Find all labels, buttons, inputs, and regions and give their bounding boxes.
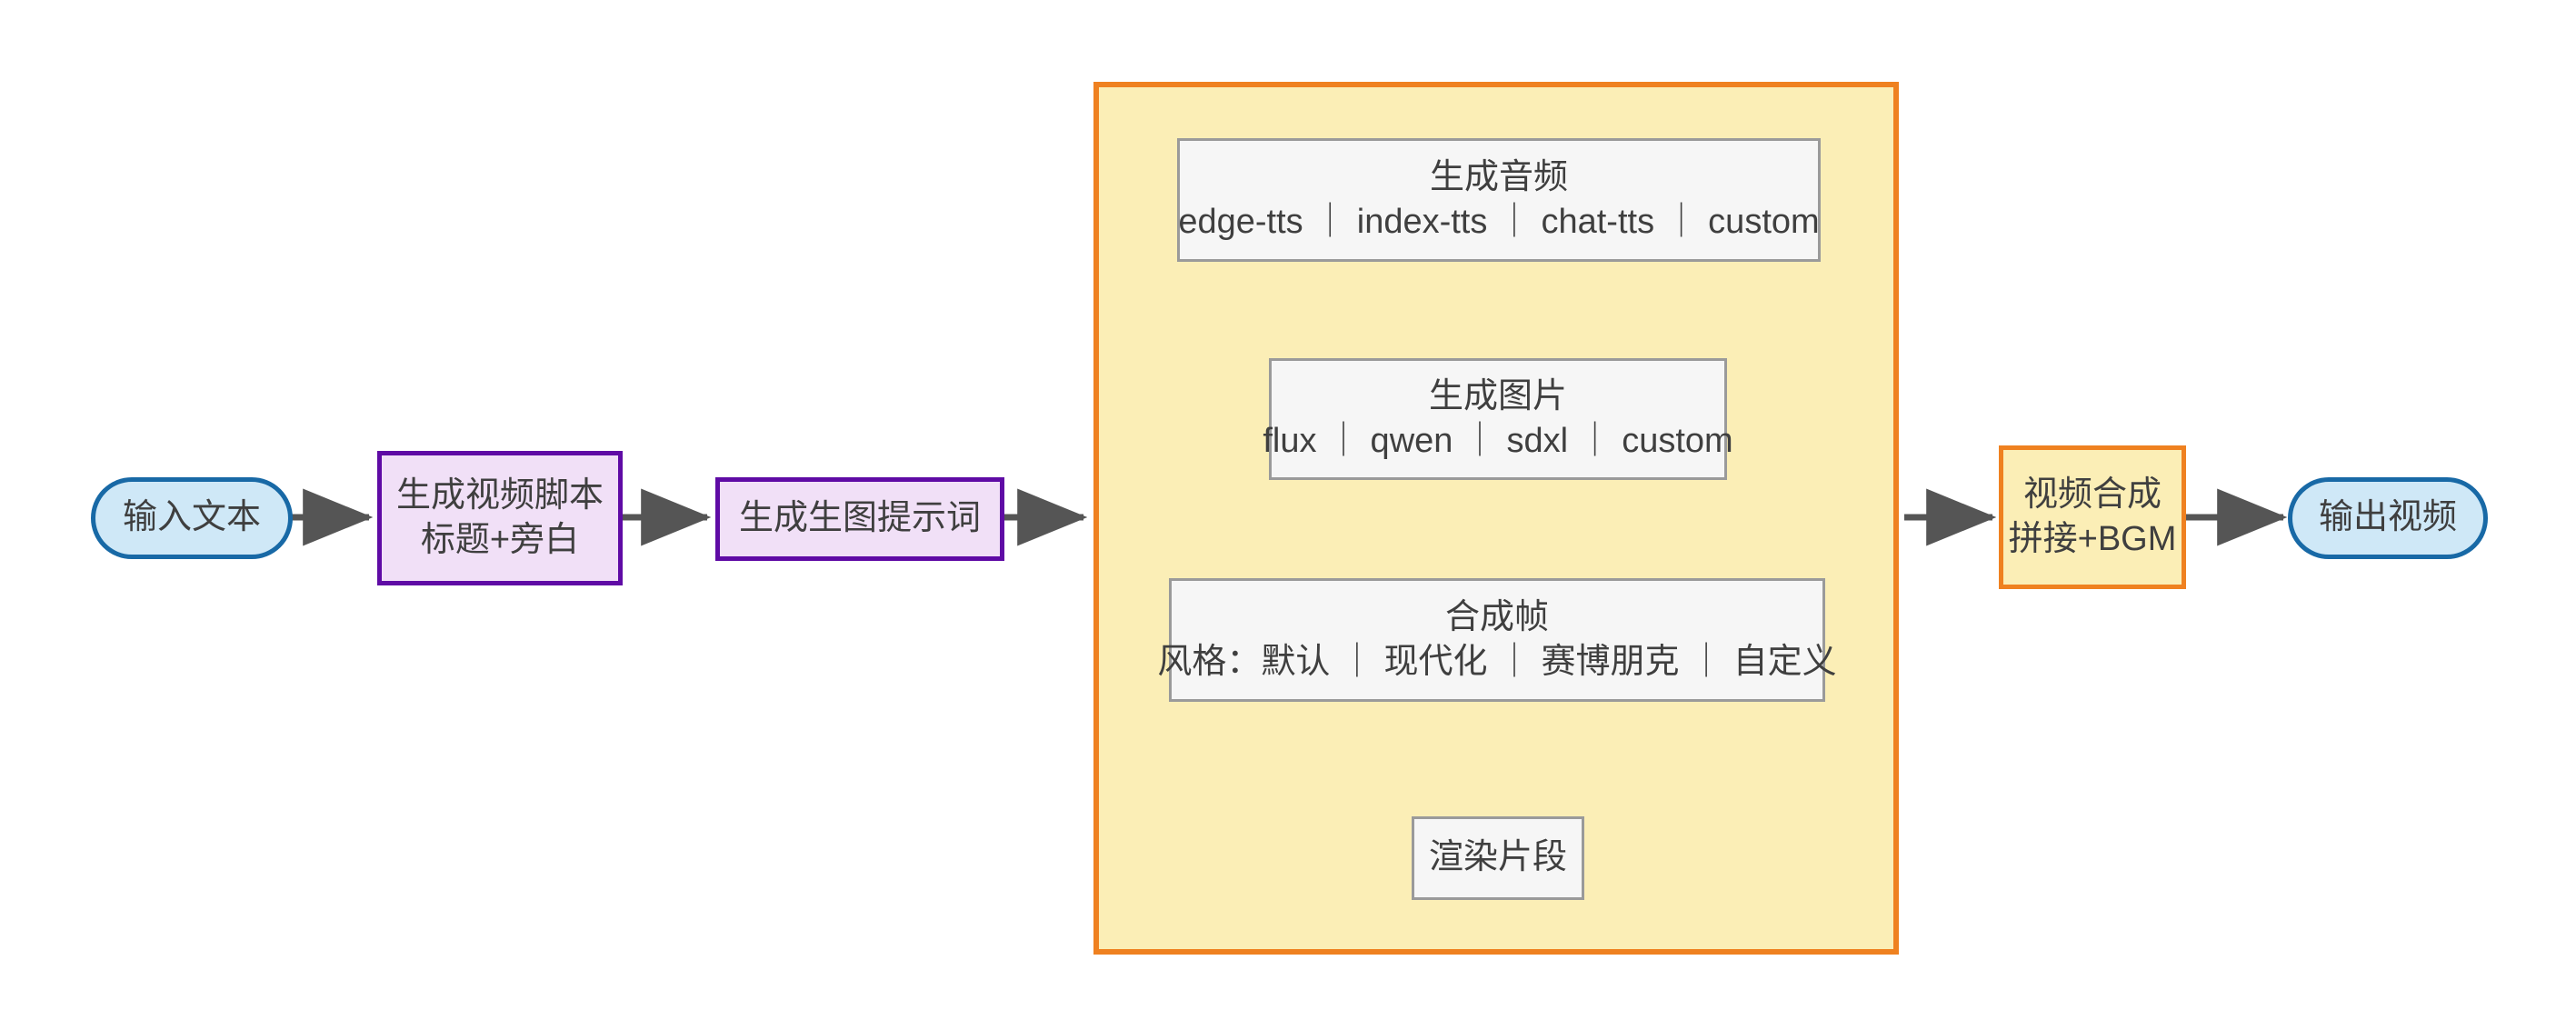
node-compose-frame-line1: 合成帧 xyxy=(1444,597,1549,636)
node-gen-script-line2: 标题+旁白 xyxy=(420,521,580,559)
node-gen-image-line1: 生成图片 xyxy=(1428,376,1567,415)
node-gen-script-line1: 生成视频脚本 xyxy=(395,475,604,515)
node-gen-audio-line2: edge-tts ｜ index-tts ｜ chat-tts ｜ custom xyxy=(1178,203,1820,241)
node-gen-image-line2: flux ｜ qwen ｜ sdxl ｜ custom xyxy=(1263,422,1733,460)
node-video-merge-line2: 拼接+BGM xyxy=(2008,520,2177,558)
node-render-clip[interactable]: 渲染片段 xyxy=(1412,816,1584,900)
node-input-text[interactable]: 输入文本 xyxy=(91,477,293,559)
node-compose-frame[interactable]: 合成帧 风格：默认 ｜ 现代化 ｜ 赛博朋克 ｜ 自定义 xyxy=(1157,578,1837,702)
node-render-clip-label: 渲染片段 xyxy=(1428,838,1567,877)
node-gen-audio[interactable]: 生成音频 edge-tts ｜ index-tts ｜ chat-tts ｜ c… xyxy=(1177,138,1821,262)
node-output-video[interactable]: 输出视频 xyxy=(2288,477,2488,559)
node-gen-script[interactable]: 生成视频脚本 标题+旁白 xyxy=(377,451,623,585)
node-output-video-label: 输出视频 xyxy=(2318,498,2457,537)
node-input-text-label: 输入文本 xyxy=(122,498,261,537)
node-video-merge-line1: 视频合成 xyxy=(2022,475,2162,514)
node-video-merge[interactable]: 视频合成 拼接+BGM xyxy=(1999,445,2186,589)
node-gen-prompt[interactable]: 生成生图提示词 xyxy=(715,477,1004,561)
node-gen-image[interactable]: 生成图片 flux ｜ qwen ｜ sdxl ｜ custom xyxy=(1263,358,1733,480)
node-compose-frame-line2: 风格：默认 ｜ 现代化 ｜ 赛博朋克 ｜ 自定义 xyxy=(1157,643,1837,681)
node-gen-prompt-label: 生成生图提示词 xyxy=(738,499,981,538)
node-gen-audio-line1: 生成音频 xyxy=(1429,157,1568,196)
